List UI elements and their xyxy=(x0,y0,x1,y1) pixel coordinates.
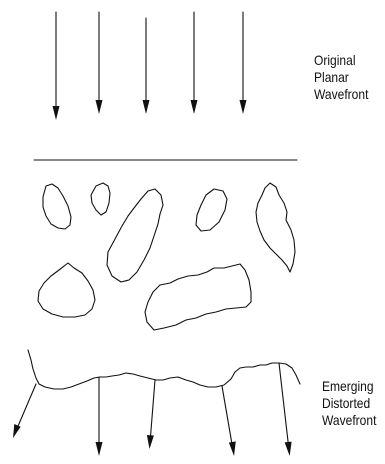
original-planar-wavefront-label: Original Planar Wavefront xyxy=(314,52,368,103)
distorted-arrow xyxy=(13,384,36,438)
label-line: Distorted xyxy=(322,395,376,412)
incoming-arrow xyxy=(143,18,150,114)
distorted-wavefront-line xyxy=(28,350,300,389)
particle xyxy=(38,263,95,317)
distorted-arrow xyxy=(96,377,103,456)
particle xyxy=(145,264,251,330)
incoming-arrow xyxy=(191,12,198,114)
distorted-arrow xyxy=(222,386,236,456)
label-line: Original xyxy=(314,52,368,69)
particle xyxy=(256,183,295,272)
particle xyxy=(43,184,71,229)
label-line: Planar xyxy=(314,69,368,86)
label-line: Wavefront xyxy=(314,86,368,103)
emerging-distorted-wavefront-label: Emerging Distorted Wavefront xyxy=(322,378,376,429)
incoming-rays xyxy=(53,12,247,120)
label-line: Emerging xyxy=(322,378,376,395)
particle xyxy=(196,189,227,231)
incoming-arrow xyxy=(240,12,247,114)
label-line: Wavefront xyxy=(322,412,376,429)
particle xyxy=(91,183,110,215)
distorted-arrow xyxy=(147,380,155,449)
incoming-arrow xyxy=(53,12,60,120)
scattering-particles xyxy=(38,183,295,330)
particle xyxy=(107,189,163,282)
incoming-arrow xyxy=(96,12,103,114)
distorted-arrow xyxy=(279,363,292,456)
distorted-rays xyxy=(13,363,292,456)
